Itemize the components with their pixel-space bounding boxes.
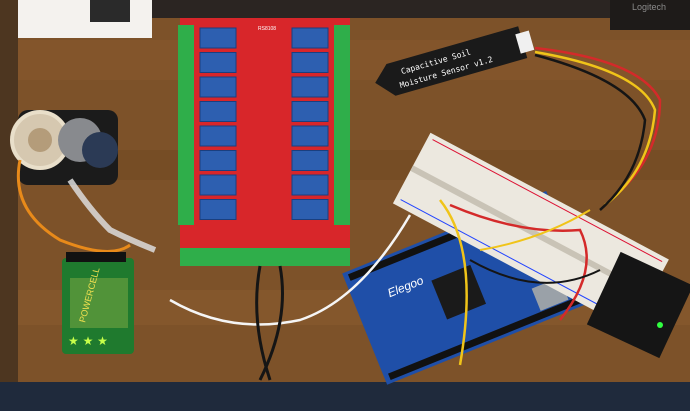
wire-white-arduino (169, 214, 412, 326)
paper-card (14, 0, 152, 38)
wire-black-bb (469, 259, 601, 284)
relay-module (199, 199, 237, 220)
orange-wire-pump (16, 159, 131, 253)
relay-module (291, 76, 329, 98)
left-edge-shadow (0, 0, 18, 411)
terminal-strip-left (178, 25, 194, 225)
relay-module (291, 174, 329, 196)
logitech-text: Logitech (632, 2, 666, 12)
relay-module (291, 27, 329, 49)
dark-right-top (610, 0, 690, 30)
relay-module (199, 101, 237, 122)
relay-module (199, 150, 237, 171)
relay-module (291, 101, 329, 122)
battery-stars: ★ ★ ★ (68, 334, 108, 348)
breadboard (392, 132, 669, 331)
relay-module (291, 125, 329, 147)
sensor-wire-yellow (534, 50, 657, 206)
wire-yellow-arduino (439, 199, 468, 366)
sensor-connector (515, 30, 535, 54)
relay-module (199, 52, 237, 73)
relay-module (199, 125, 237, 147)
clear-tube (67, 178, 157, 253)
wire-black-bundle-2 (258, 265, 284, 381)
terminal-strip-bottom (180, 248, 350, 266)
arduino-chip (431, 264, 487, 320)
relay-module (291, 52, 329, 73)
power-module (586, 251, 690, 359)
bottom-fabric (0, 382, 690, 411)
dark-top-strip (150, 0, 690, 18)
battery-9v: POWERCELL ★ ★ ★ (62, 252, 134, 354)
terminal-strip-right (334, 25, 350, 225)
relay-module (199, 174, 237, 196)
wire-red-arduino (449, 203, 588, 321)
relay-module (199, 76, 237, 98)
sensor-wire-black (534, 53, 647, 211)
header-bottom (388, 294, 586, 381)
sensor-wire-red (534, 46, 662, 201)
dark-left-object (90, 0, 130, 22)
relay-board-model: RS8108 (258, 26, 276, 32)
pump-motor (10, 110, 118, 185)
relay-module (291, 150, 329, 171)
wire-orange-yellow (479, 209, 591, 251)
relay-module (291, 199, 329, 220)
relay-module (199, 27, 237, 49)
relay-array (199, 27, 329, 220)
